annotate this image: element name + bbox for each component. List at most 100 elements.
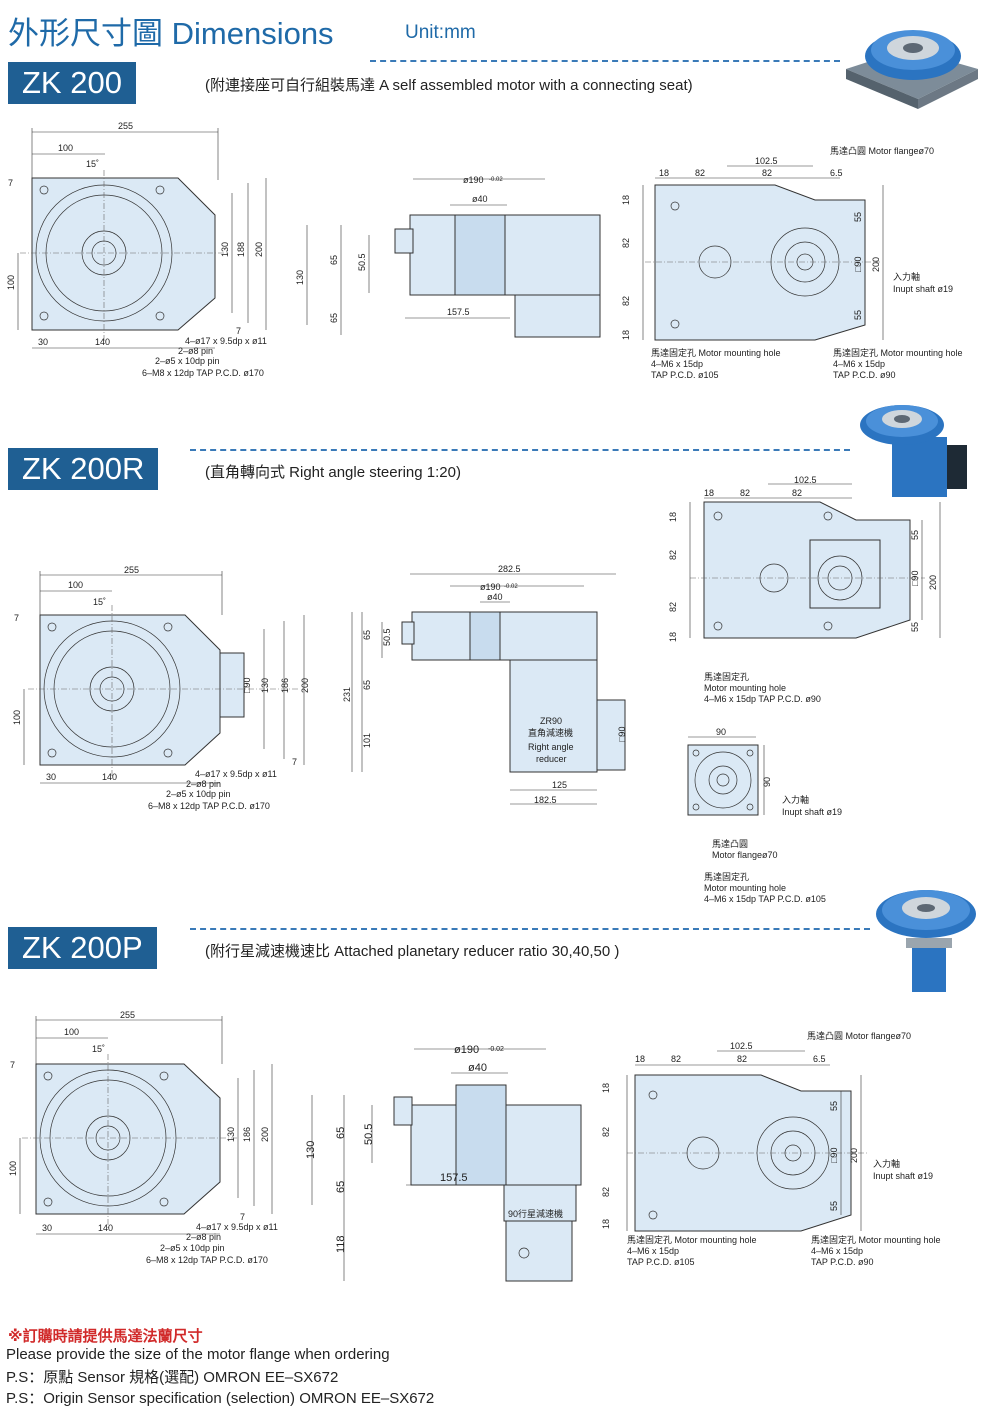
zk200p-top-d82b: 82	[737, 1054, 747, 1064]
zk200r-side-d65b: 65	[362, 680, 372, 690]
zk200r-top-d18: 18	[704, 488, 714, 498]
zk200-top-d82a: 82	[695, 168, 705, 178]
zk200r-front-d255: 255	[124, 565, 139, 575]
zk200-front-d7a: 7	[8, 178, 13, 188]
zk200r-front-d186: 186	[280, 678, 290, 693]
zk200r-side-d2825: 282.5	[498, 564, 521, 574]
zk200r-front-d30: 30	[46, 772, 56, 782]
zk200r-front-n1: 4–ø17 x 9.5dp x ø11	[195, 769, 277, 779]
zk200-side-d40: ø40	[472, 194, 488, 204]
zk200r-top-d1025: 102.5	[794, 475, 817, 485]
zk200-top-d65: 6.5	[830, 168, 843, 178]
zk200p-top-d82a: 82	[671, 1054, 681, 1064]
zk200r-front-n3: 2–ø5 x 10dp pin	[166, 789, 231, 799]
zk200r-side-view: 282.5 ø190 -0.02 ø40 65 50.5 231 65 101 …	[342, 564, 627, 805]
zk200p-top-v82a: 82	[601, 1127, 611, 1137]
zk200-side-tol: -0.02	[489, 177, 503, 183]
zk200r-front-d200: 200	[300, 678, 310, 693]
zk200-front-d140: 140	[95, 337, 110, 347]
zk200r-motor-flange1: 馬達凸圓	[712, 838, 748, 849]
zk200-top-hole1a: 馬達固定孔 Motor mounting hole	[651, 347, 781, 358]
zk200p-front-d140: 140	[98, 1223, 113, 1233]
zk200p-side-d65b: 65	[335, 1181, 347, 1193]
zk200-top-d18a: 18	[659, 168, 669, 178]
zk200p-front-d186: 186	[242, 1127, 252, 1142]
zk200-top-v90: □90	[853, 257, 863, 272]
header-divider	[370, 60, 840, 62]
zk200p-top-d65: 6.5	[813, 1054, 826, 1064]
zk200r-side-red1: ZR90	[540, 716, 562, 726]
zk200-top-v82b: 82	[621, 296, 631, 306]
zk200-top-hole2c: TAP P.C.D. ø90	[833, 370, 896, 380]
zk200p-top-v90: □90	[829, 1148, 839, 1163]
footer-flange-note: Please provide the size of the motor fla…	[6, 1346, 390, 1363]
zk200r-front-d100: 100	[68, 580, 83, 590]
zk200p-top-hole1a: 馬達固定孔 Motor mounting hole	[627, 1234, 757, 1245]
zk200-top-hole2b: 4–M6 x 15dp	[833, 359, 885, 369]
zk200-front-n3: 2–ø5 x 10dp pin	[155, 356, 220, 366]
zk200r-side-d125: 125	[552, 780, 567, 790]
zk200-front-n2: 2–ø8 pin	[178, 346, 213, 356]
footer-sensor-zh: P.S：原點 Sensor 規格(選配) OMRON EE–SX672	[6, 1369, 339, 1386]
zk200p-front-n3: 2–ø5 x 10dp pin	[160, 1243, 225, 1253]
product-photo-zk200r	[860, 405, 967, 497]
zk200r-top-hole1c: 4–M6 x 15dp TAP P.C.D. ø90	[704, 694, 821, 704]
model-tab-zk200p: ZK 200P	[8, 927, 157, 969]
zk200p-front-d30: 30	[42, 1223, 52, 1233]
zk200r-top-v200: 200	[928, 575, 938, 590]
zk200-top-flange: 馬達凸圓 Motor flangeø70	[830, 145, 934, 156]
zk200r-front-n2: 2–ø8 pin	[186, 779, 221, 789]
zk200r-side-d505: 50.5	[382, 628, 392, 646]
zk200r-motor-d90v: 90	[762, 777, 772, 787]
zk200r-motor-hole3: 4–M6 x 15dp TAP P.C.D. ø105	[704, 894, 826, 904]
zk200r-divider	[190, 449, 850, 451]
zk200r-side-d101: 101	[362, 733, 372, 748]
zk200p-top-v18a: 18	[601, 1083, 611, 1093]
model-tab-zk200r: ZK 200R	[8, 448, 159, 490]
zk200r-front-d90: □90	[242, 678, 252, 693]
zk200p-front-d7b: 7	[240, 1212, 245, 1222]
zk200p-top-shaft1: 入力軸	[873, 1158, 900, 1169]
zk200p-top-hole2a: 馬達固定孔 Motor mounting hole	[811, 1234, 941, 1245]
zk200-top-v18b: 18	[621, 330, 631, 340]
zk200-top-v200: 200	[871, 257, 881, 272]
zk200p-top-d18: 18	[635, 1054, 645, 1064]
zk200r-side-d1825: 182.5	[534, 795, 557, 805]
zk200-front-d188: 188	[236, 242, 246, 257]
zk200p-side-d65a: 65	[335, 1127, 347, 1139]
model-desc-zk200: (附連接座可自行組裝馬達 A self assembled motor with…	[205, 77, 693, 94]
zk200p-side-red: 90行星減速機	[508, 1208, 563, 1219]
model-desc-zk200r: (直角轉向式 Right angle steering 1:20)	[205, 464, 461, 481]
zk200r-side-d90: □90	[617, 727, 627, 742]
zk200-front-view: 255 100 15˚ 7 130 188 200 100 7 30 140 4…	[6, 121, 267, 378]
zk200p-top-shaft2: Inupt shaft ø19	[873, 1171, 933, 1181]
zk200r-front-d140: 140	[102, 772, 117, 782]
zk200r-side-d231: 231	[342, 687, 352, 702]
zk200-side-d1575: 157.5	[447, 307, 470, 317]
zk200p-divider	[190, 928, 870, 930]
zk200r-top-v55a: 55	[910, 530, 920, 540]
zk200r-top-v82b: 82	[668, 602, 678, 612]
zk200r-motor-hole2: Motor mounting hole	[704, 883, 786, 893]
zk200p-top-view: 馬達凸圓 Motor flangeø70 102.5 18 82 82 6.5 …	[601, 1030, 941, 1267]
zk200-top-hole1b: 4–M6 x 15dp	[651, 359, 703, 369]
zk200-front-n1: 4–ø17 x 9.5dp x ø11	[185, 336, 267, 346]
zk200r-top-v18b: 18	[668, 632, 678, 642]
zk200r-side-red3: Right angle	[528, 742, 574, 752]
zk200r-side-red2: 直角減速機	[528, 727, 573, 738]
zk200r-side-d65a: 65	[362, 630, 372, 640]
zk200p-front-n2: 2–ø8 pin	[186, 1232, 221, 1242]
zk200-front-d100v: 100	[6, 275, 16, 290]
zk200r-front-d15: 15˚	[93, 597, 106, 607]
zk200r-side-red4: reducer	[536, 754, 567, 764]
zk200r-front-view: 255 100 15˚ 7 □90 130 186 200 100 7 30 1…	[12, 565, 310, 811]
zk200p-front-d15: 15˚	[92, 1044, 105, 1054]
zk200-side-d65a: 65	[329, 255, 339, 265]
unit-label: Unit:mm	[405, 22, 476, 43]
zk200-front-d130: 130	[220, 242, 230, 257]
zk200-side-d130: 130	[295, 270, 305, 285]
product-photo-zk200p	[876, 890, 976, 992]
zk200-front-d7b: 7	[236, 326, 241, 336]
zk200p-front-view: 255 100 15˚ 7 130 186 200 100 7 30 140 4…	[8, 1010, 278, 1265]
zk200p-side-view: ø190 -0.02 ø40 130 65 50.5 65 118 157.5 …	[305, 1044, 582, 1282]
